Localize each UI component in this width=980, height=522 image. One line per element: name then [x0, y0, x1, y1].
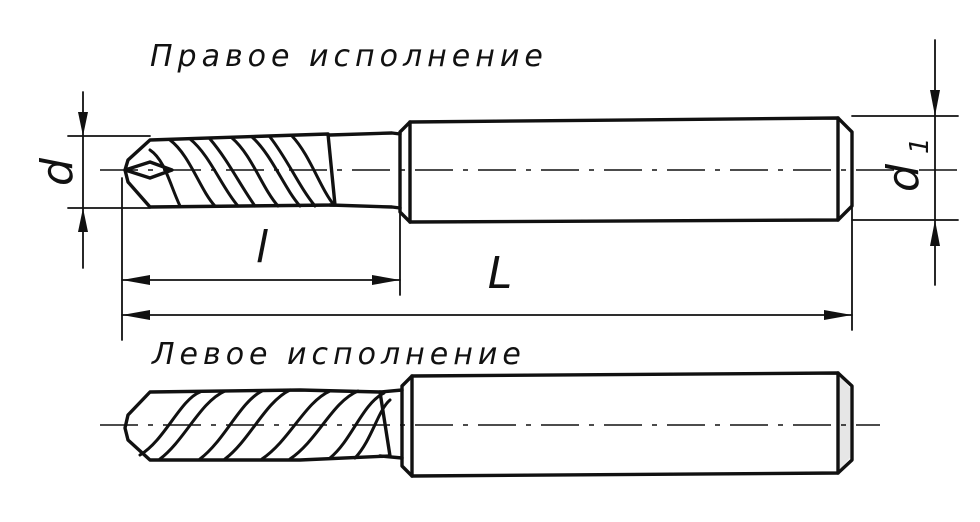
label-d1-subscript: 1	[905, 137, 935, 154]
dimension-d: d	[32, 91, 151, 269]
shank-end-left	[838, 375, 850, 471]
dimension-L: L	[121, 207, 853, 331]
dimension-l: l	[121, 177, 401, 341]
label-d1: d	[878, 163, 929, 192]
shank-left	[400, 371, 854, 478]
helix-flutes-right	[148, 134, 336, 208]
label-d: d	[32, 157, 83, 186]
neck-right	[328, 131, 402, 210]
helix-flutes-left	[138, 388, 392, 461]
shank-right	[398, 116, 854, 224]
dimension-d1: d 1	[851, 39, 959, 286]
drill-right-version	[100, 116, 958, 224]
flute-body-right	[123, 132, 337, 209]
title-left-version: Левое исполнение	[151, 337, 526, 372]
label-L: L	[488, 248, 513, 299]
title-right-version: Правое исполнение	[150, 39, 548, 74]
drill-left-version	[100, 371, 880, 478]
label-l: l	[256, 222, 269, 273]
